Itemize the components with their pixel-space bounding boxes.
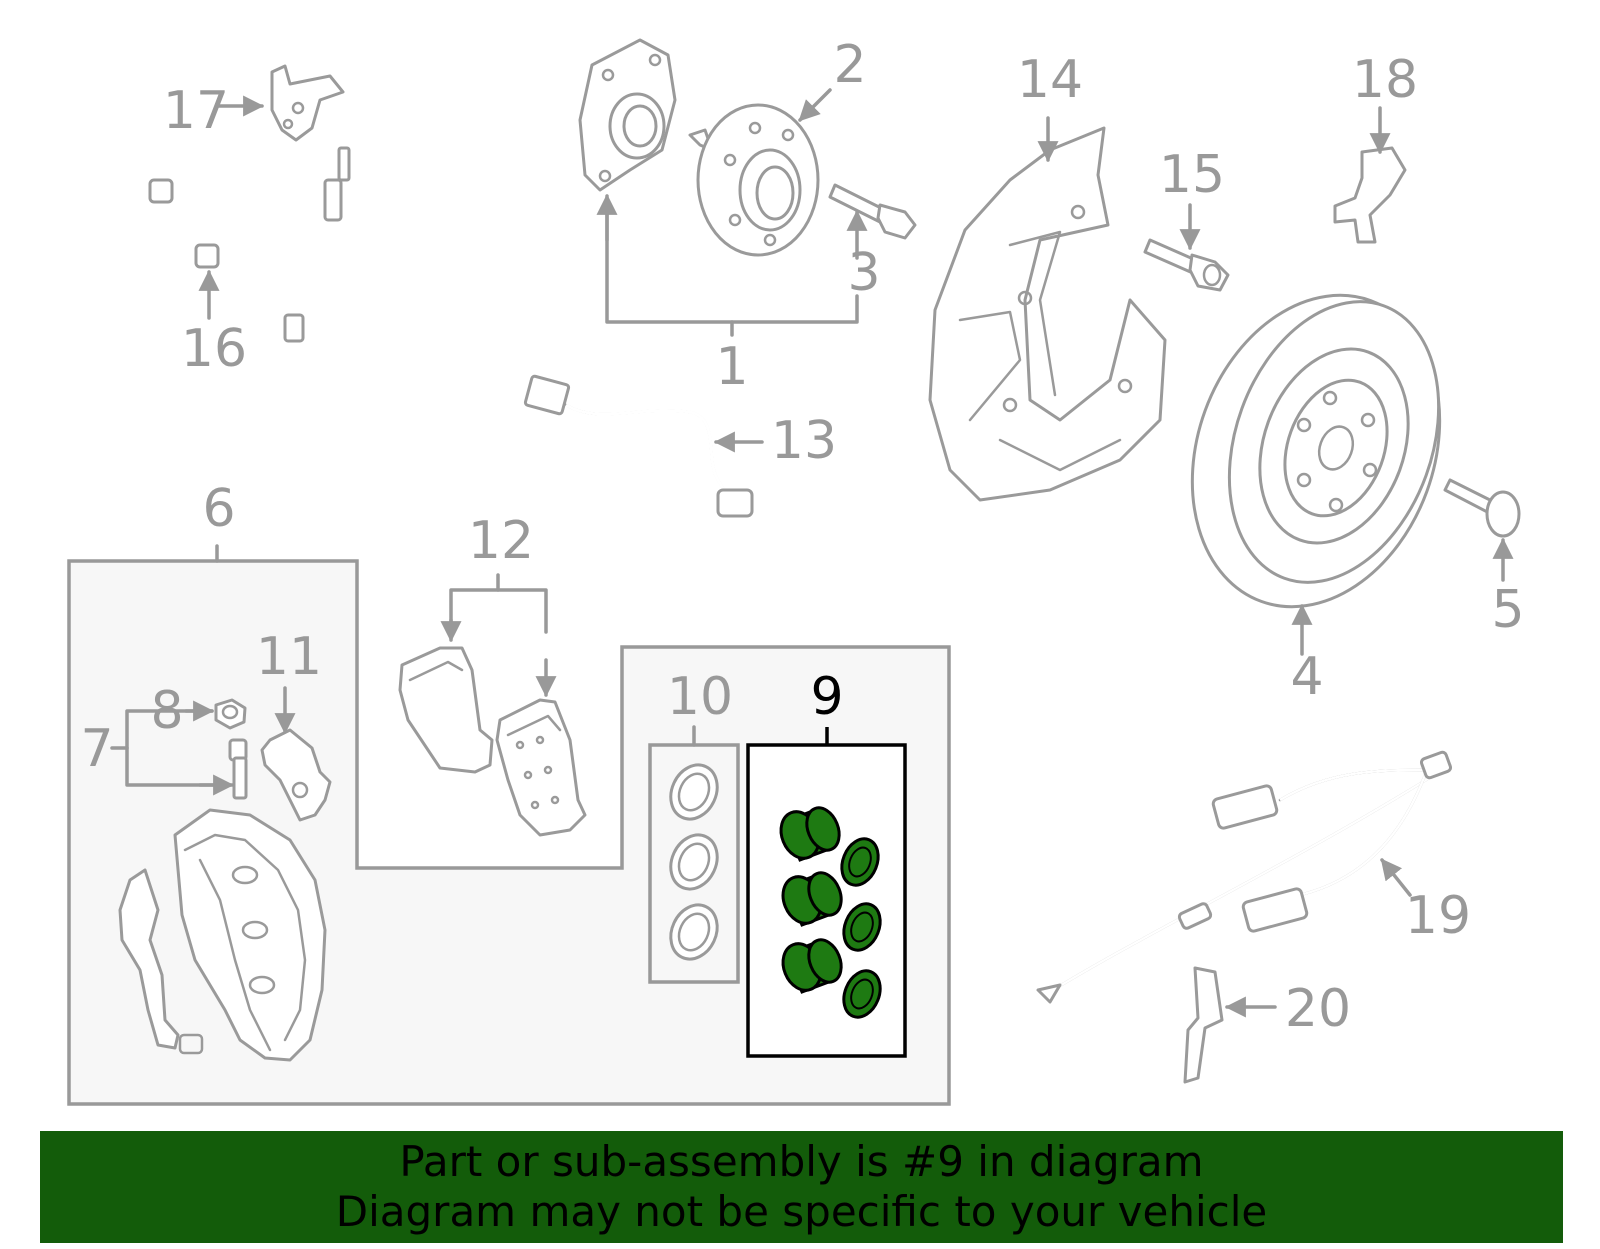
- part-1-hub-flange: [578, 38, 677, 192]
- callout-20[interactable]: 20: [1285, 979, 1351, 1039]
- piston-2: [781, 871, 882, 952]
- part-17-bracket: [270, 64, 345, 142]
- callout-18[interactable]: 18: [1352, 50, 1418, 110]
- callout-2[interactable]: 2: [833, 35, 866, 95]
- callout-14[interactable]: 14: [1017, 50, 1083, 110]
- callout-15[interactable]: 15: [1159, 145, 1225, 205]
- callout-1[interactable]: 1: [715, 337, 748, 397]
- part-8-nut: [214, 698, 247, 730]
- part-11-spring-clip: [260, 728, 332, 822]
- part-19-sensor-harness: [1036, 750, 1453, 1004]
- callout-8[interactable]: 8: [150, 681, 183, 741]
- callout-17[interactable]: 17: [163, 81, 229, 141]
- callout-12[interactable]: 12: [468, 511, 534, 571]
- part-3-hub-bolt: [828, 183, 917, 240]
- banner-line-2: Diagram may not be specific to your vehi…: [335, 1187, 1268, 1236]
- part-13-abs-sensor: [523, 374, 754, 518]
- part-2-wheel-hub: [688, 103, 820, 257]
- callout-13[interactable]: 13: [771, 411, 837, 471]
- callout-9[interactable]: 9: [810, 667, 843, 727]
- piston-1: [779, 806, 880, 887]
- part-18-wear-sensor: [1333, 146, 1407, 244]
- piston-3: [781, 938, 882, 1019]
- info-banner: Part or sub-assembly is #9 in diagram Di…: [40, 1131, 1563, 1243]
- callout-3[interactable]: 3: [847, 243, 880, 303]
- part-5-rotor-screw: [1443, 478, 1521, 538]
- part-14-splash-shield: [928, 126, 1167, 502]
- callout-19[interactable]: 19: [1405, 886, 1471, 946]
- callout-10[interactable]: 10: [667, 667, 733, 727]
- part-12-brake-pads: [398, 646, 587, 837]
- callout-16[interactable]: 16: [181, 319, 247, 379]
- part-9-piston-kit[interactable]: [774, 803, 886, 1023]
- part-4-brake-rotor: [1190, 293, 1442, 609]
- part-16-brake-hose: [119, 146, 351, 343]
- callout-5[interactable]: 5: [1491, 580, 1524, 640]
- callout-6[interactable]: 6: [202, 479, 235, 539]
- callout-7[interactable]: 7: [80, 719, 113, 779]
- part-20-sensor-clip: [1183, 966, 1224, 1084]
- leader-12: [449, 588, 548, 634]
- part-15-shield-bolt: [1143, 238, 1230, 292]
- callout-4[interactable]: 4: [1290, 647, 1323, 707]
- arrow-19: [1380, 858, 1412, 897]
- part-6-caliper: [118, 808, 327, 1062]
- part-10-seal-kit: [669, 763, 719, 961]
- arrow-2: [798, 88, 832, 122]
- callout-11[interactable]: 11: [256, 627, 322, 687]
- banner-line-1: Part or sub-assembly is #9 in diagram: [399, 1137, 1204, 1186]
